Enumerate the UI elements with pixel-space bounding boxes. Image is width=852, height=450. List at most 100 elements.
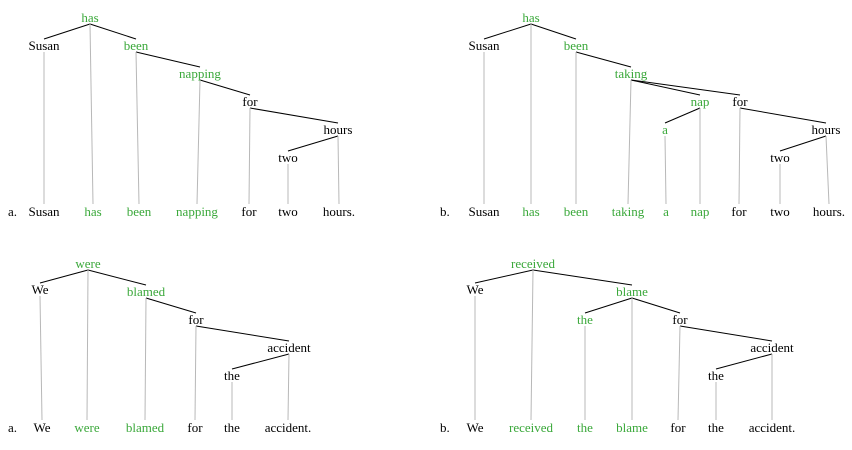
tree-edge-taking-nap (630, 79, 701, 96)
projection-line-were (86, 269, 89, 421)
sentence-word: for (241, 204, 257, 219)
sentence-row: a. Susan has been napping for two hours. (8, 204, 355, 219)
tree-edge-received-we (474, 269, 534, 284)
tree-edges (483, 23, 827, 152)
tree-edge-nap-a (664, 107, 701, 124)
tree-edge-accident-the (231, 353, 290, 370)
projection-line-received (530, 269, 534, 421)
tree-edges (43, 23, 339, 152)
tree-node-we: We (32, 282, 49, 297)
sentence-word: two (770, 204, 790, 219)
sentence-word: been (127, 204, 152, 219)
projection-line-accident (287, 353, 290, 421)
tree-edge-been-napping (135, 51, 201, 68)
tree-node-two: two (770, 150, 790, 165)
tree-node-susan: Susan (468, 38, 500, 53)
tree-node-susan: Susan (28, 38, 60, 53)
tree-node-a: a (662, 122, 668, 137)
sentence-word: taking (612, 204, 645, 219)
sentence-word: We (467, 420, 484, 435)
sentence-word: for (670, 420, 686, 435)
projection-line-been (135, 51, 140, 205)
tree-node-the1: the (577, 312, 593, 327)
tree-node-napping: napping (179, 66, 221, 81)
sentence-word: the (224, 420, 240, 435)
tree-edge-hours-two (287, 135, 339, 152)
tree-node-hours: hours (324, 122, 353, 137)
tree-edge-has-susan (483, 23, 532, 40)
projection-line-for (248, 107, 251, 205)
sentence-word: blamed (126, 420, 165, 435)
projection-line-has (89, 23, 94, 205)
tree-node-taking: taking (615, 66, 648, 81)
tree-node-hours: hours (812, 122, 841, 137)
sentence-word: a (663, 204, 669, 219)
tree-node-for: for (188, 312, 204, 327)
tree-edge-for-accident (195, 325, 290, 342)
example-label: b. (440, 420, 450, 435)
sentence-word: for (187, 420, 203, 435)
tree-edge-for-hours (249, 107, 339, 124)
projection-lines (483, 24, 830, 205)
tree-node-accident: accident (267, 340, 311, 355)
tree-edge-been-taking (575, 51, 632, 68)
tree-edge-accident-the2 (715, 353, 773, 370)
tree-edge-received-blame (532, 269, 633, 286)
tree-node-received: received (511, 256, 556, 271)
tree-node-has: has (522, 10, 539, 25)
projection-line-we (39, 295, 43, 421)
projection-line-for (677, 325, 681, 421)
tree-edges (474, 269, 773, 370)
tree-edge-for-hours (739, 107, 827, 124)
tree-node-two: two (278, 150, 298, 165)
projection-lines (43, 23, 340, 205)
tree-edge-taking-for (630, 79, 741, 96)
tree-node-accident: accident (750, 340, 794, 355)
tree-node-for: for (242, 94, 258, 109)
sentence-word: two (278, 204, 298, 219)
tree-edge-were-we (39, 269, 89, 284)
tree-edge-napping-for (199, 79, 251, 96)
tree-node-has: has (81, 10, 98, 25)
sentence-word: napping (176, 204, 218, 219)
sentence-word: accident. (265, 420, 312, 435)
tree-node-blame: blame (616, 284, 648, 299)
tree-node-been: been (564, 38, 589, 53)
tree-node-for: for (672, 312, 688, 327)
sentence-word: has (84, 204, 101, 219)
projection-line-a (664, 135, 667, 205)
example-label: a. (8, 204, 17, 219)
sentence-word: the (708, 420, 724, 435)
projection-lines (474, 269, 773, 421)
sentence-word: nap (691, 204, 710, 219)
projection-line-hours (825, 135, 830, 205)
sentence-word: hours. (813, 204, 845, 219)
sentence-word: blame (616, 420, 648, 435)
tree-node-the2: the (708, 368, 724, 383)
tree-node-were: were (75, 256, 100, 271)
sentence-word: Susan (28, 204, 60, 219)
projection-line-for (738, 107, 741, 205)
sentence-word: hours. (323, 204, 355, 219)
tree-edge-has-susan (43, 23, 91, 40)
sentence-word: been (564, 204, 589, 219)
sentence-word: the (577, 420, 593, 435)
tree-node-the: the (224, 368, 240, 383)
tree-edge-were-blamed (87, 269, 147, 286)
tree-edge-has-been (89, 23, 137, 40)
projection-lines (39, 269, 290, 421)
sentence-word: Susan (468, 204, 500, 219)
projection-line-for (194, 325, 197, 421)
tree-node-blamed: blamed (127, 284, 166, 299)
